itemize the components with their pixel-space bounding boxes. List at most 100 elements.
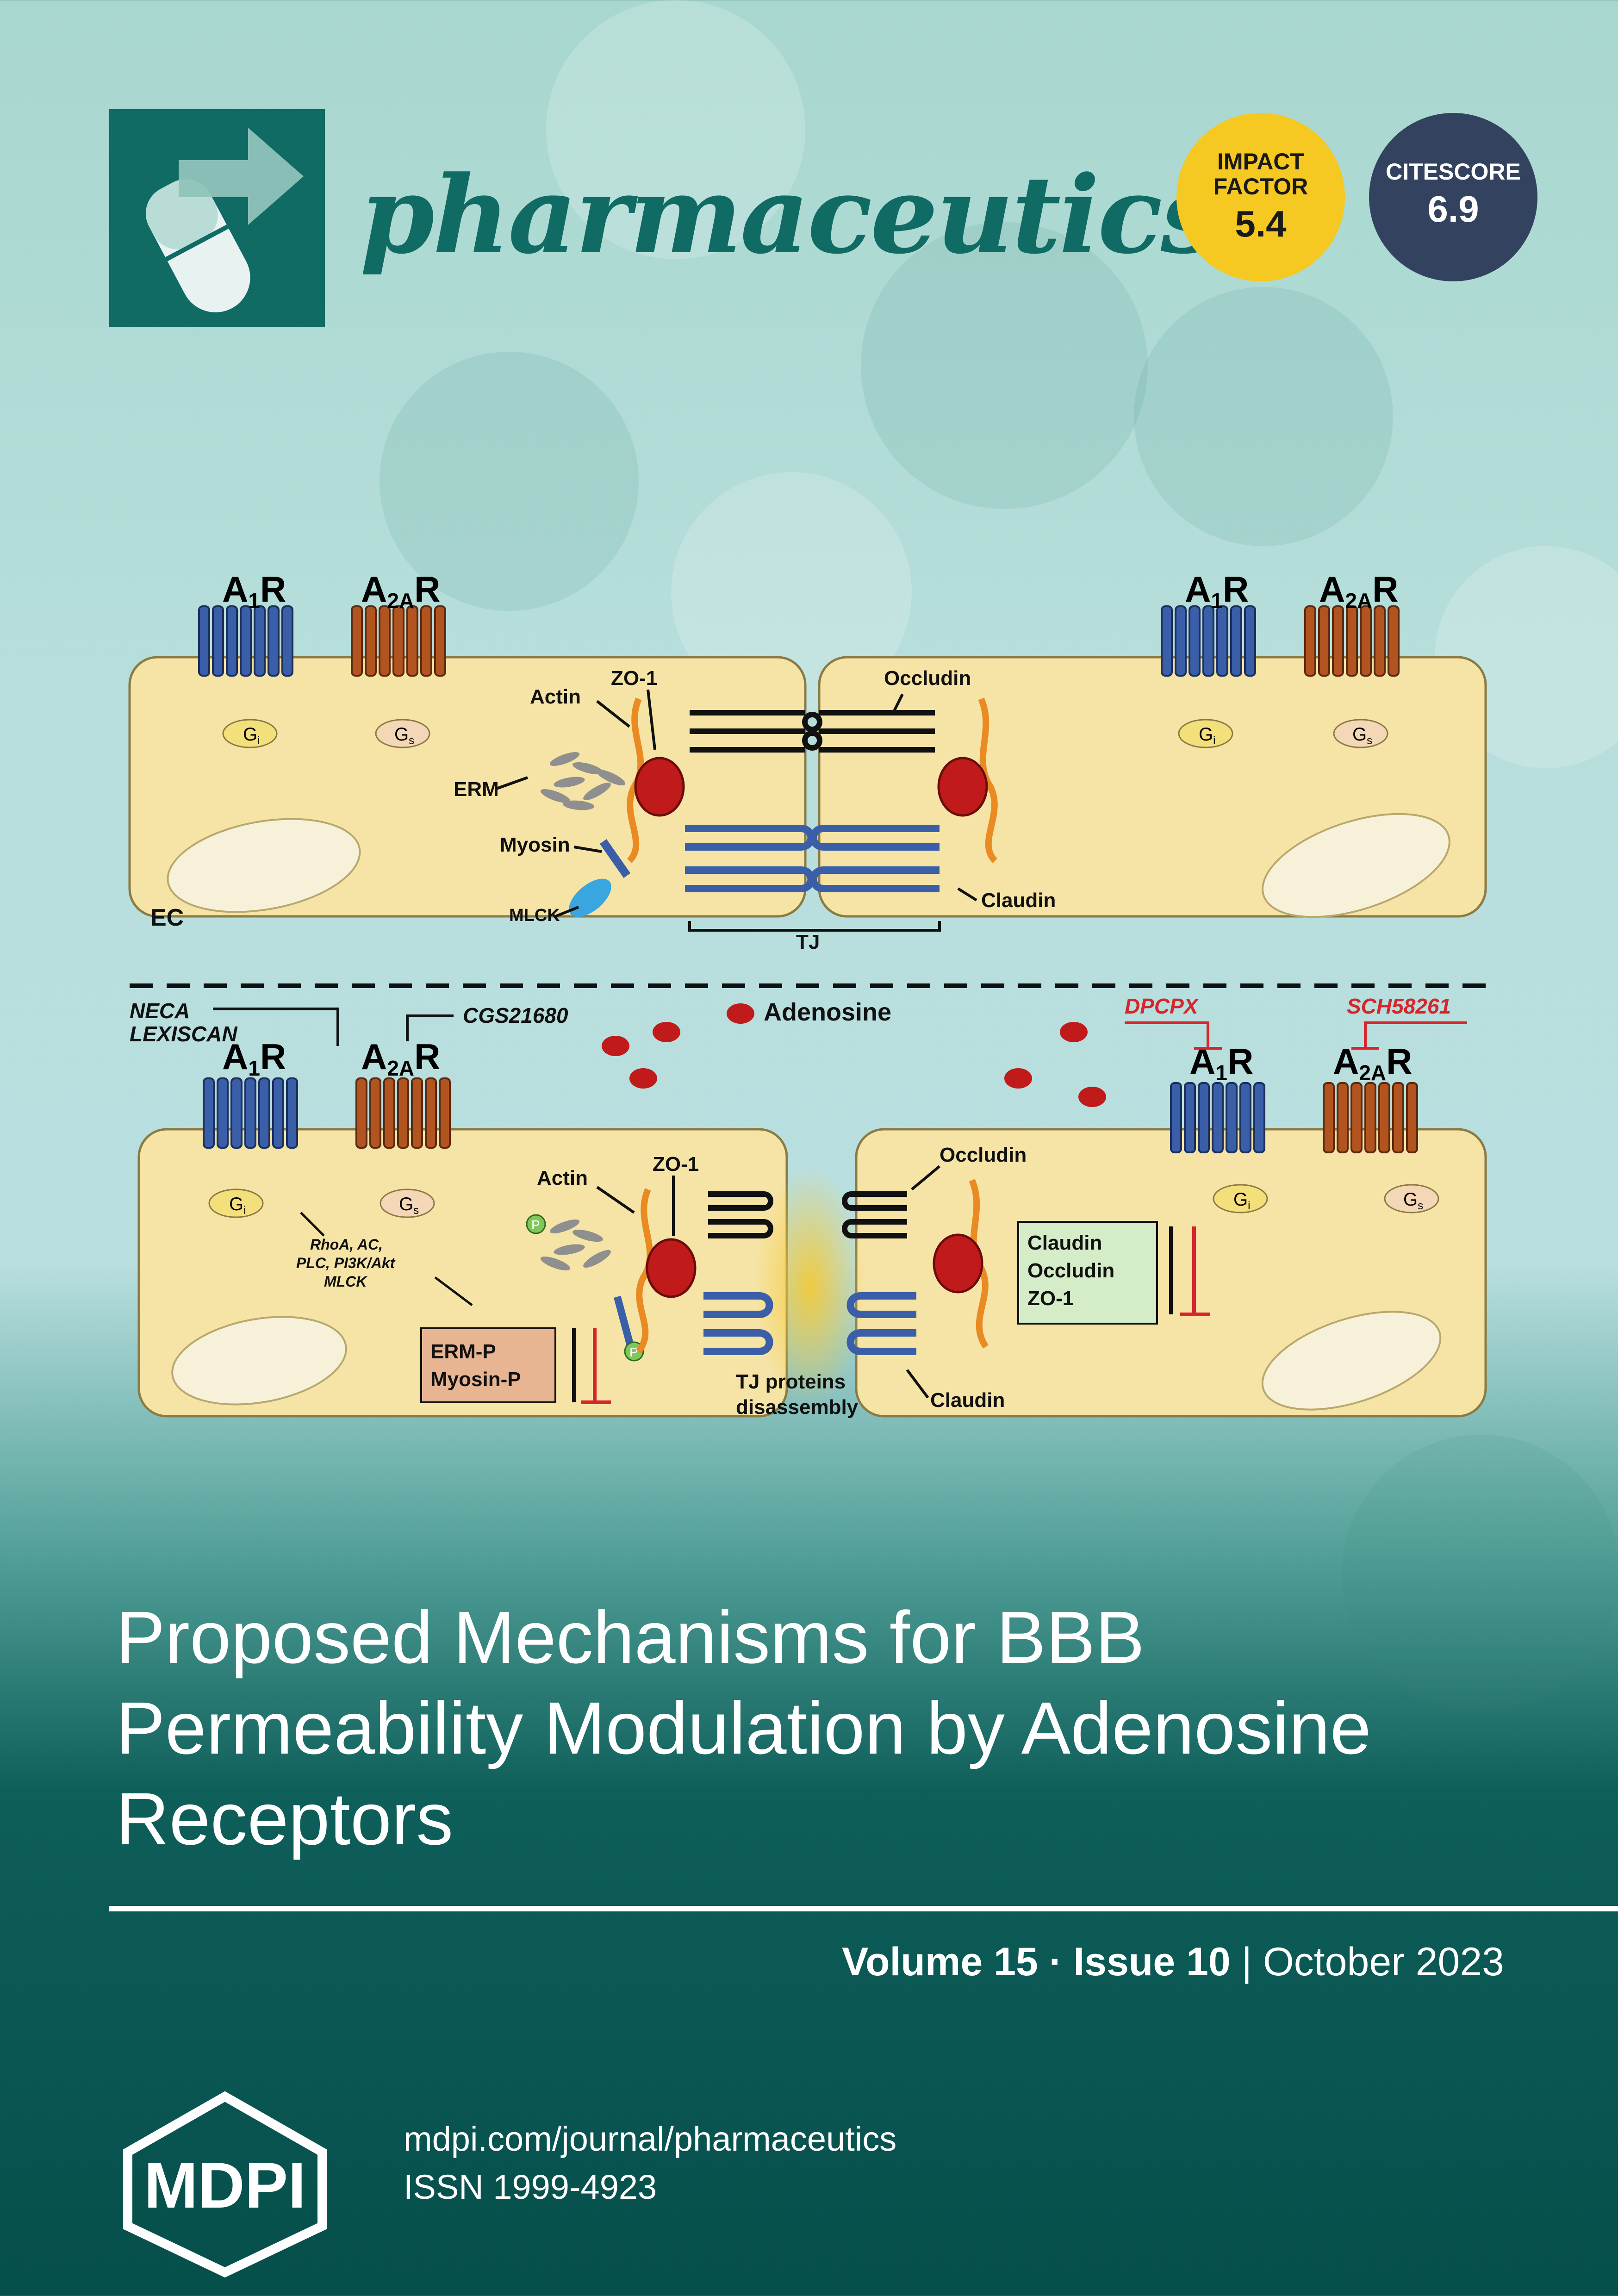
footer-text: mdpi.com/journal/pharmaceutics ISSN 1999… [404, 2115, 896, 2211]
actin-filament [636, 1188, 653, 1354]
zo1-protein [646, 1238, 697, 1298]
tj-bracket [688, 921, 941, 932]
mlck [569, 878, 611, 917]
nucleus [167, 818, 361, 913]
signaling-pathways: RhoA, AC, PLC, PI3K/Akt MLCK [296, 1236, 396, 1290]
issue-separator: · [1049, 1940, 1063, 1984]
zo1-protein [937, 757, 988, 817]
svg-text:Gi: Gi [1233, 1189, 1250, 1212]
actin-label: Actin [537, 1167, 588, 1189]
a1-receptor: A1R [1161, 569, 1256, 677]
gi-protein [1213, 1184, 1268, 1213]
svg-text:Gs: Gs [1403, 1189, 1423, 1212]
nucleus [171, 1316, 347, 1406]
impact-factor-value: 5.4 [1235, 203, 1287, 244]
nucleus [1261, 1311, 1442, 1411]
inhibitor-lines [1125, 1021, 1467, 1050]
issue-info: Volume 15 · Issue 10 | October 2023 [842, 1939, 1504, 1985]
dpcpx-label: DPCPX [1125, 994, 1199, 1018]
zo1-label: ZO-1 [611, 667, 657, 690]
issue-divider: | [1241, 1940, 1252, 1984]
citescore-value: 6.9 [1427, 188, 1479, 230]
volume-label: Volume 15 [842, 1940, 1038, 1984]
zo1-protein [933, 1233, 983, 1294]
occludin-label: Occludin [884, 667, 971, 690]
myosin [614, 1295, 634, 1347]
svg-text:A1R: A1R [222, 1036, 286, 1080]
tj-label: TJ [796, 931, 820, 953]
mlck-label: MLCK [509, 906, 560, 925]
gi-protein [208, 1188, 264, 1218]
a1-receptor: A1R [1170, 1041, 1265, 1153]
svg-text:A2AR: A2AR [361, 569, 441, 613]
zo1-label: ZO-1 [653, 1153, 699, 1176]
svg-text:Occludin: Occludin [1027, 1259, 1114, 1282]
sch58261-label: SCH58261 [1347, 994, 1451, 1018]
claudin-protein [703, 1292, 916, 1355]
issue-date: October 2023 [1263, 1940, 1504, 1984]
svg-text:P: P [531, 1218, 540, 1232]
pill-arrow-icon [145, 128, 304, 312]
claudin-protein [685, 825, 940, 892]
svg-text:P: P [629, 1345, 638, 1359]
mdpi-logo: MDPI [123, 2091, 327, 2278]
myosin [599, 839, 631, 878]
svg-text:Claudin: Claudin [1027, 1232, 1102, 1254]
background-bubble [1342, 1435, 1618, 1712]
gs-protein [1384, 1184, 1439, 1213]
cover-figure: A1R A2AR Gi Gs A1R A2AR Gi Gs [128, 569, 1487, 1419]
citescore-label: CITESCORE [1386, 159, 1521, 185]
background-bubble [380, 352, 639, 611]
background-bubble [546, 0, 805, 259]
occludin-label: Occludin [940, 1144, 1027, 1166]
svg-text:PLC, PI3K/Akt: PLC, PI3K/Akt [296, 1255, 396, 1271]
svg-text:A2AR: A2AR [1319, 569, 1399, 613]
a1-receptor: A1R [203, 1036, 298, 1149]
impact-label-line2: FACTOR [1213, 174, 1308, 199]
svg-text:Gi: Gi [243, 724, 260, 747]
erm-p-label: ERM-P [430, 1340, 496, 1363]
cgs21680-label: CGS21680 [463, 1003, 568, 1027]
svg-text:Gs: Gs [394, 724, 414, 747]
impact-label-line1: IMPACT [1217, 149, 1304, 174]
phosphate-icon [526, 1214, 546, 1234]
disassembly-label: disassembly [736, 1396, 859, 1419]
a2a-receptor: A2AR [351, 569, 446, 677]
occludin-protein [708, 1191, 907, 1238]
tj-protein-box [1017, 1221, 1158, 1325]
actin-filament [627, 697, 644, 863]
svg-text:A1R: A1R [222, 569, 286, 613]
gs-protein [375, 719, 430, 748]
erm-label: ERM [454, 778, 499, 801]
a2a-receptor: A2AR [1323, 1041, 1418, 1153]
svg-text:A2AR: A2AR [361, 1036, 441, 1080]
lexiscan-label: LEXISCAN [130, 1022, 237, 1046]
neca-label: NECA [130, 999, 190, 1023]
gi-protein [1178, 719, 1233, 748]
article-title: Proposed Mechanisms for BBB Permeability… [116, 1596, 1371, 1860]
adenosine-label: Adenosine [764, 998, 891, 1026]
svg-text:Gi: Gi [1199, 724, 1215, 747]
svg-text:Gs: Gs [1352, 724, 1372, 747]
claudin-label: Claudin [981, 889, 1056, 912]
mdpi-wordmark: MDPI [144, 2149, 306, 2221]
myosin-p-label: Myosin-P [430, 1368, 521, 1391]
ec-label: EC [150, 904, 184, 931]
zo1-protein [634, 757, 685, 817]
nucleus [1262, 813, 1450, 918]
claudin-label: Claudin [930, 1389, 1005, 1412]
actin-filament [978, 697, 998, 863]
background-bubble [861, 222, 1148, 509]
background-bubble [1134, 287, 1393, 546]
occludin-protein [690, 710, 935, 753]
inhibition-mark [581, 1328, 611, 1404]
journal-url[interactable]: mdpi.com/journal/pharmaceutics [404, 2120, 897, 2158]
a1-receptor: A1R [198, 569, 293, 677]
gi-protein [222, 719, 278, 748]
gs-protein [1333, 719, 1388, 748]
a2a-receptor: A2AR [355, 1036, 451, 1149]
myosin-label: Myosin [500, 834, 570, 856]
title-divider [109, 1906, 1618, 1911]
gs-protein [380, 1188, 435, 1218]
actin-label: Actin [530, 685, 581, 708]
